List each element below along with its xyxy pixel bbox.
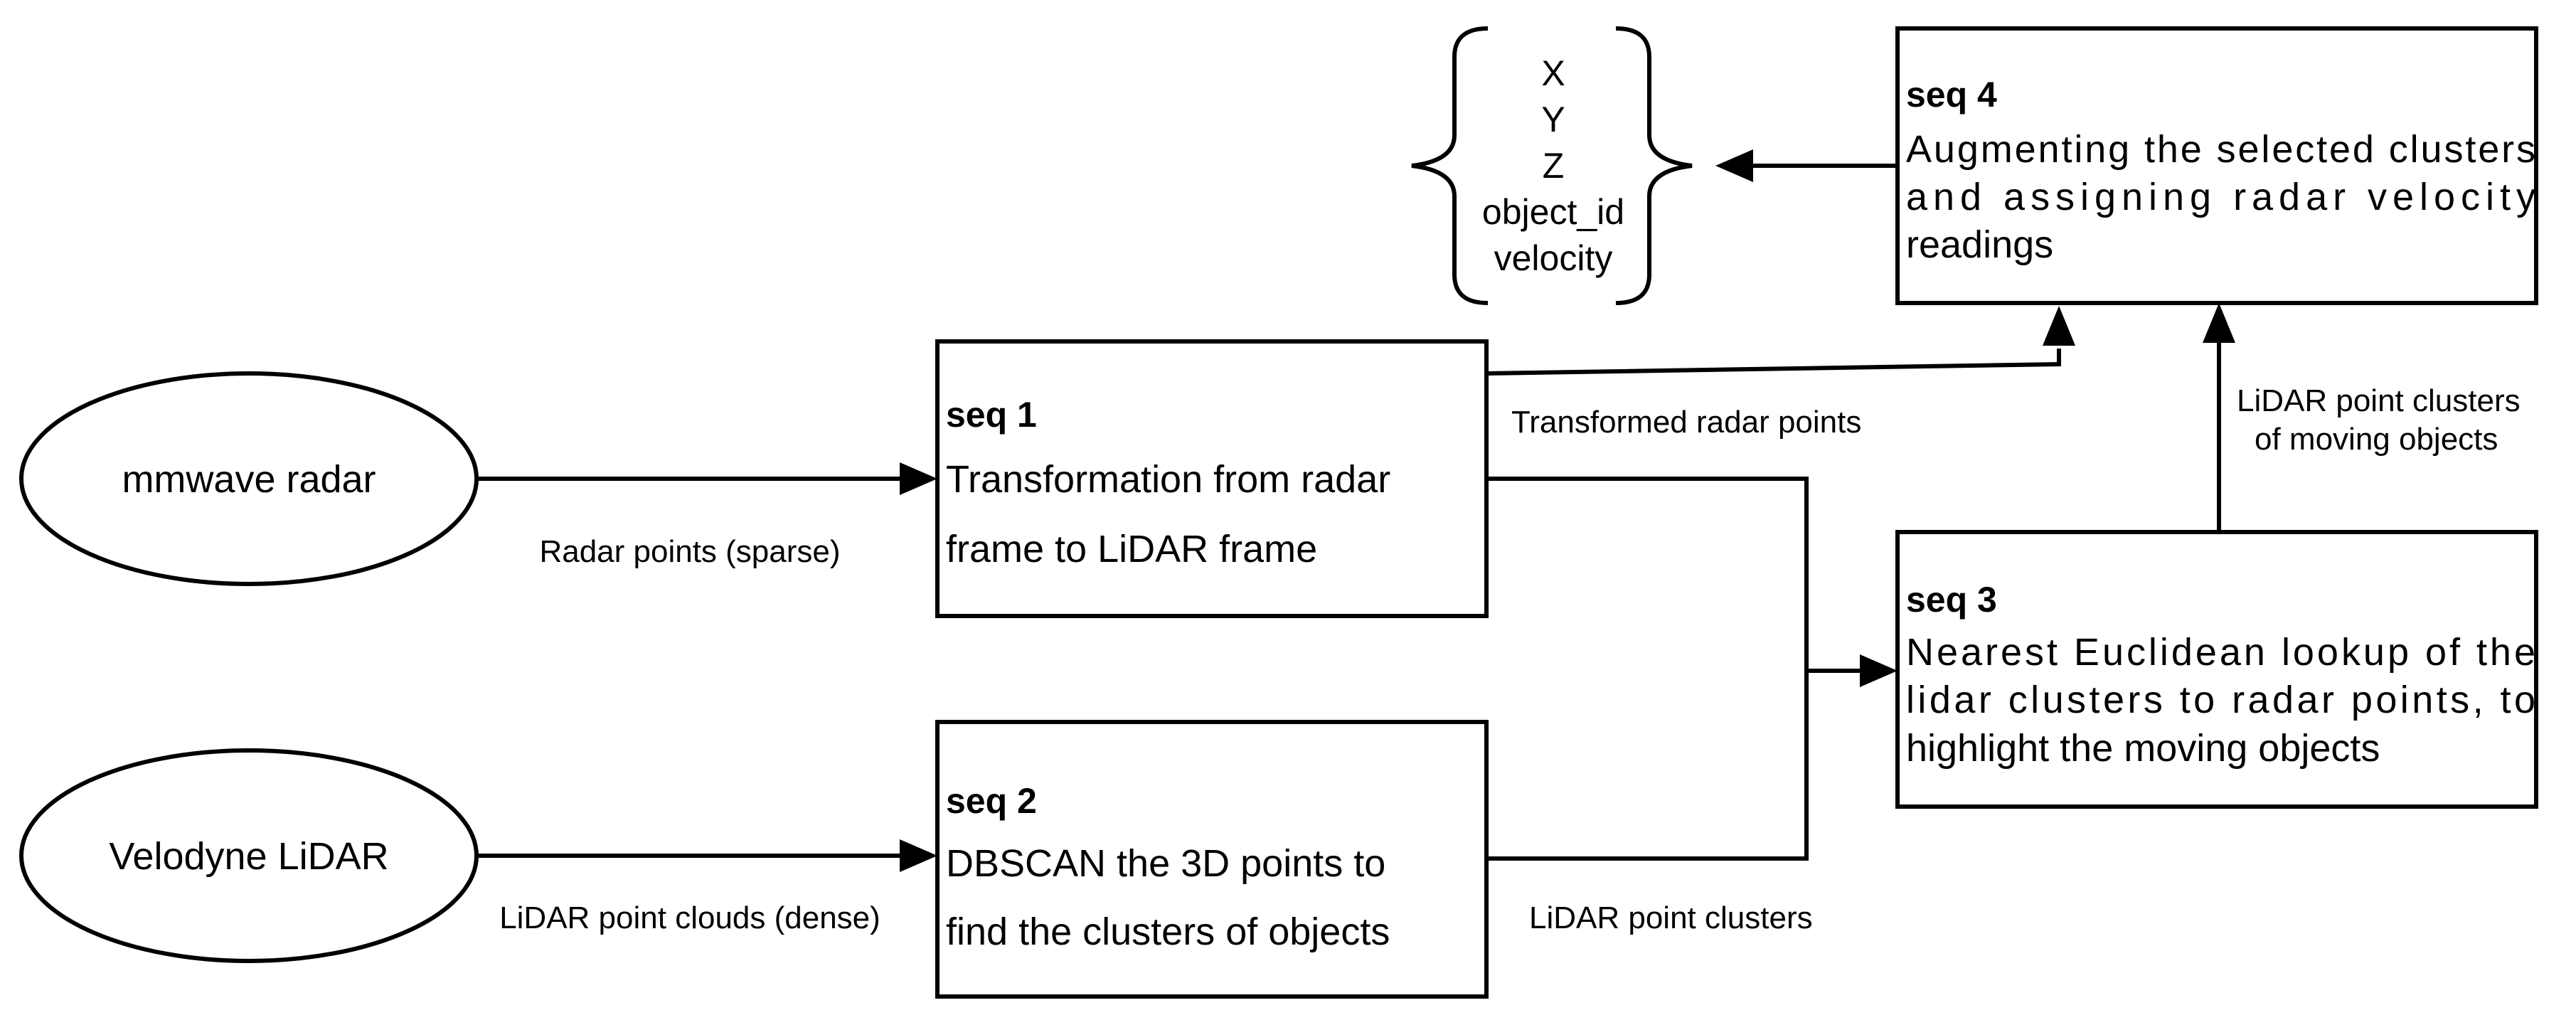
radar-source-label: mmwave radar xyxy=(122,458,376,501)
seq2-title: seq 2 xyxy=(946,781,1037,821)
seq2-to-seq3-line xyxy=(1486,671,1809,861)
seq1-to-seq3-line xyxy=(1486,477,1809,671)
merge-to-seq3-arrowhead xyxy=(1860,654,1898,687)
left-brace-icon xyxy=(1411,26,1489,305)
seq2-line-1: DBSCAN the 3D points to xyxy=(946,842,1385,885)
seq4-line-3: readings xyxy=(1906,223,2053,266)
seq3-title: seq 3 xyxy=(1906,580,1997,620)
seq1-title: seq 1 xyxy=(946,395,1037,435)
seq3-box xyxy=(1895,530,2538,809)
transformed-radar-label: Transformed radar points xyxy=(1511,405,1861,440)
seq4-title: seq 4 xyxy=(1906,75,1997,115)
output-field-object-id: object_id xyxy=(1482,192,1624,232)
seq3-line-3: highlight the moving objects xyxy=(1906,727,2380,770)
right-brace-icon xyxy=(1615,26,1693,305)
seq1-line-2: frame to LiDAR frame xyxy=(946,528,1317,570)
seq4-line-1: Augmenting the selected clusters xyxy=(1906,128,2535,171)
lidar-clouds-label: LiDAR point clouds (dense) xyxy=(499,901,880,935)
radar-points-label: Radar points (sparse) xyxy=(539,534,840,569)
seq2-line-2: find the clusters of objects xyxy=(946,910,1390,953)
output-field-y: Y xyxy=(1541,100,1565,139)
seq1-to-seq4-line xyxy=(1486,349,2061,376)
lidar-to-seq2-arrowhead xyxy=(900,839,937,872)
seq3-line-2: lidar clusters to radar points, to xyxy=(1906,679,2535,721)
seq1-box xyxy=(935,339,1489,618)
seq1-line-1: Transformation from radar xyxy=(946,458,1390,501)
seq4-box xyxy=(1895,26,2538,305)
seq1-to-seq4-arrowhead xyxy=(2043,306,2075,346)
moving-clusters-label-1: LiDAR point clusters xyxy=(2237,383,2521,418)
moving-clusters-label-2: of moving objects xyxy=(2255,422,2498,457)
seq3-to-seq4-arrowhead xyxy=(2203,303,2235,343)
output-field-velocity: velocity xyxy=(1494,238,1613,278)
output-field-x: X xyxy=(1541,53,1565,93)
lidar-source-label: Velodyne LiDAR xyxy=(109,835,388,878)
lidar-clusters-label: LiDAR point clusters xyxy=(1529,901,1813,935)
seq4-to-output-arrowhead xyxy=(1715,149,1753,182)
radar-to-seq1-arrowhead xyxy=(900,462,937,495)
seq3-line-1: Nearest Euclidean lookup of the xyxy=(1906,631,2535,674)
output-field-z: Z xyxy=(1543,146,1565,186)
